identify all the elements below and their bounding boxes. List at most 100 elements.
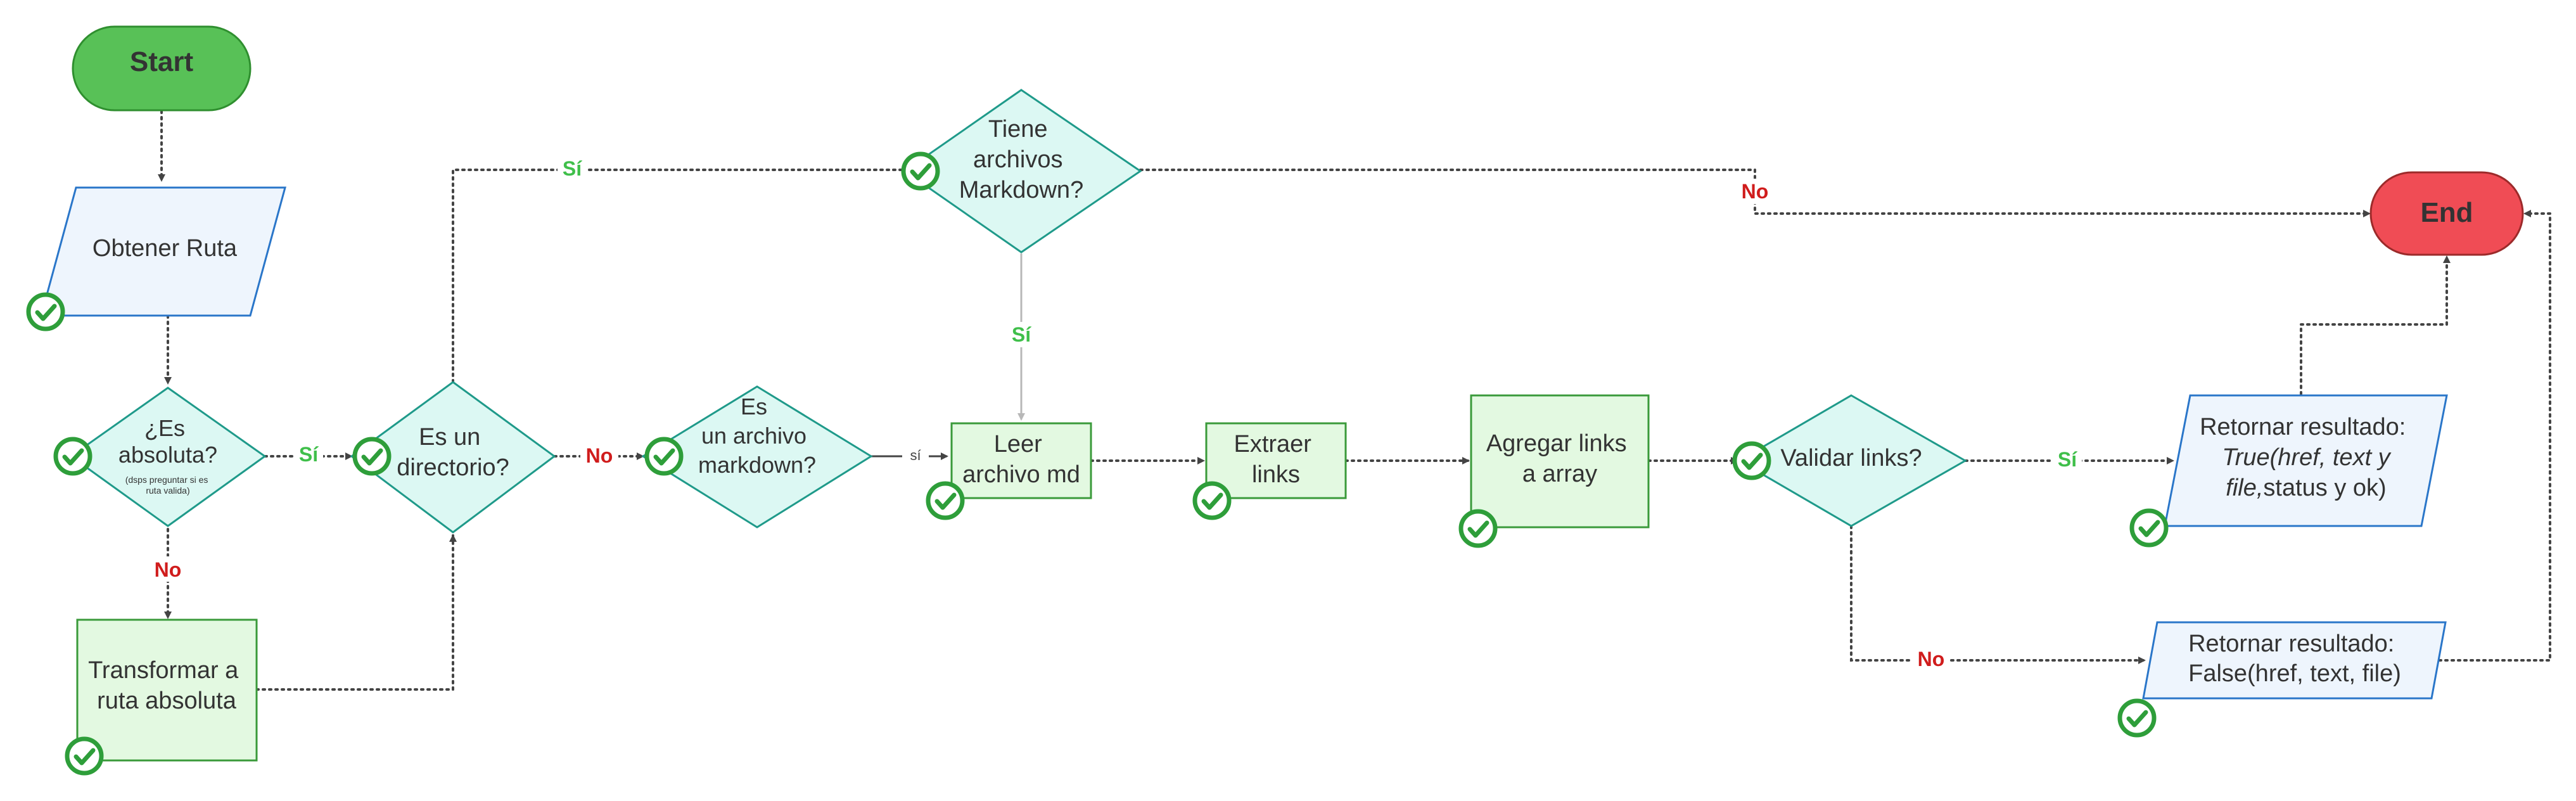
svg-text:Leer archivo md: Leer archivo md: [962, 431, 1080, 488]
markdown-line-1: Es: [741, 394, 767, 420]
process-agregar-shape: [1470, 394, 1650, 529]
process-extraer-shape: [1205, 422, 1347, 499]
tiene-line-3: Markdown?: [959, 177, 1083, 203]
svg-text:file,status y ok): file,status y ok): [2226, 475, 2386, 501]
check-circle-icon: [901, 151, 940, 191]
edge-directorio-to-tiene-yes: [452, 166, 914, 383]
true-line-3-italic: file,: [2226, 475, 2263, 501]
io-false-shape: [2142, 621, 2447, 700]
svg-text:(dsps preguntar si es ru: (dsps preguntar si es ruta valida): [125, 475, 211, 496]
label-no-tiene: No: [1742, 180, 1769, 203]
markdown-line-3: markdown?: [698, 452, 816, 478]
check-circle-icon: [65, 736, 104, 776]
io-true-shape: [2164, 394, 2448, 527]
svg-text:Tiene archivos Mar: Tiene archivos Markdown?: [959, 116, 1083, 203]
edge-true-to-end: [2300, 255, 2451, 395]
svg-text:¿Es absoluta?: ¿Es absoluta?: [118, 415, 217, 468]
agregar-line-2: a array: [1522, 461, 1597, 487]
decision-markdown-shape: [641, 385, 873, 529]
edge-validar-to-false-no: [1850, 525, 2146, 664]
leer-line-2: archivo md: [962, 461, 1080, 488]
svg-text:Retornar resultado: Fals: Retornar resultado: False(href, text, fi…: [2188, 631, 2401, 687]
label-no-directorio: No: [586, 444, 613, 467]
false-line-2: False(href, text, file): [2188, 660, 2401, 687]
decision-tiene-shape: [903, 89, 1142, 253]
check-circle-icon: [1458, 509, 1498, 548]
transformar-line-2: ruta absoluta: [97, 688, 237, 714]
decision-absoluta-shape: [69, 387, 267, 527]
directorio-line-1: Es un: [419, 424, 480, 451]
edge-false-to-end: [2438, 210, 2551, 662]
node-start[interactable]: Start: [72, 25, 252, 112]
check-icons: [26, 151, 2169, 776]
absoluta-note-2: ruta valida): [146, 485, 189, 496]
svg-text:Agregar links a array: Agregar links a array: [1486, 430, 1633, 487]
node-es-markdown[interactable]: Es un archivo markdown?: [641, 385, 873, 529]
label-no-absoluta: No: [155, 558, 182, 581]
check-circle-icon: [26, 292, 65, 331]
label-si-markdown: sí: [910, 447, 921, 463]
node-tiene-markdown[interactable]: Tiene archivos Markdown?: [903, 89, 1142, 253]
agregar-line-1: Agregar links: [1486, 430, 1627, 457]
node-transformar[interactable]: Transformar a ruta absoluta: [76, 618, 258, 762]
decision-directorio-shape: [350, 381, 556, 534]
true-line-1: Retornar resultado:: [2200, 414, 2406, 440]
edge-labels: Sí No Sí No sí Sí No Sí No: [150, 156, 2082, 672]
check-circle-icon: [2129, 508, 2169, 548]
svg-text:Obtener Ruta: Obtener Ruta: [92, 235, 238, 262]
node-leer-archivo[interactable]: Leer archivo md: [950, 422, 1092, 499]
node-agregar-links[interactable]: Agregar links a array: [1470, 394, 1650, 529]
check-circle-icon: [352, 437, 392, 476]
svg-text:Es un archivo mark: Es un archivo markdown?: [698, 394, 816, 478]
svg-text:Validar links?: Validar links?: [1780, 445, 1922, 471]
svg-text:Start: Start: [130, 46, 194, 77]
check-circle-icon: [53, 437, 92, 476]
absoluta-line-1: ¿Es: [144, 415, 185, 441]
node-es-absoluta[interactable]: ¿Es absoluta? (dsps preguntar si es ruta…: [69, 387, 267, 527]
leer-line-1: Leer: [994, 431, 1042, 458]
terminal-start-shape: [72, 25, 252, 112]
process-leer-shape: [950, 422, 1092, 499]
process-transformar-shape: [76, 618, 258, 762]
start-label: Start: [130, 46, 194, 77]
node-retornar-false[interactable]: Retornar resultado: False(href, text, fi…: [2142, 621, 2447, 700]
io-obtener-shape: [40, 186, 286, 317]
decision-validar-shape: [1737, 394, 1968, 527]
check-circle-icon: [1192, 481, 1232, 520]
tiene-line-1: Tiene: [988, 116, 1048, 143]
node-es-directorio[interactable]: Es un directorio?: [350, 381, 556, 534]
end-label: End: [2420, 197, 2473, 228]
svg-text:Transformar a ruta absol: Transformar a ruta absoluta: [88, 657, 245, 714]
svg-text:End: End: [2420, 197, 2473, 228]
label-yes-tiene: Sí: [1012, 323, 1031, 346]
svg-text:Retornar resultado: True: Retornar resultado: True(href, text y: [2200, 414, 2413, 471]
edge-transformar-to-directorio: [255, 534, 457, 691]
label-yes-validar: Sí: [2058, 448, 2077, 471]
label-yes-directorio: Sí: [563, 157, 582, 180]
true-line-3-rest: status y ok): [2263, 475, 2386, 501]
true-line-2: True(href, text y: [2222, 444, 2391, 471]
label-yes-absoluta: Sí: [299, 443, 319, 466]
false-line-1: Retornar resultado:: [2188, 631, 2394, 657]
absoluta-line-2: absoluta?: [118, 442, 217, 468]
tiene-line-2: archivos: [973, 146, 1063, 173]
node-retornar-true[interactable]: Retornar resultado: True(href, text y fi…: [2164, 394, 2448, 527]
transformar-line-1: Transformar a: [88, 657, 239, 684]
check-circle-icon: [1732, 441, 1771, 480]
markdown-line-2: un archivo: [701, 423, 807, 449]
check-circle-icon: [926, 481, 965, 520]
node-validar-links[interactable]: Validar links?: [1737, 394, 1968, 527]
node-end[interactable]: End: [2369, 171, 2524, 256]
check-circle-icon: [644, 437, 684, 476]
label-no-validar: No: [1918, 648, 1945, 670]
node-obtener-ruta[interactable]: Obtener Ruta: [40, 186, 286, 317]
terminal-end-shape: [2369, 171, 2524, 256]
node-extraer-links[interactable]: Extraer links: [1205, 422, 1347, 499]
absoluta-note-1: (dsps preguntar si es: [125, 475, 208, 485]
validar-line-1: Validar links?: [1780, 445, 1922, 471]
check-circle-icon: [2117, 698, 2157, 738]
extraer-line-2: links: [1252, 461, 1300, 488]
svg-text:Extraer links: Extraer links: [1234, 431, 1318, 488]
extraer-line-1: Extraer: [1234, 431, 1311, 458]
